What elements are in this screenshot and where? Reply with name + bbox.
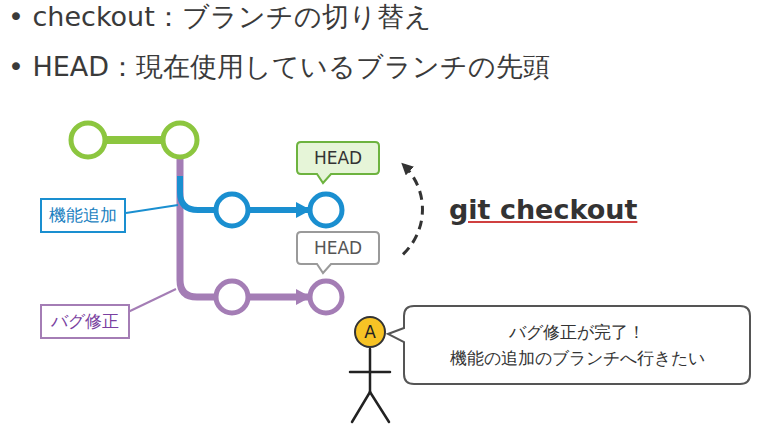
command-label: git checkout: [447, 194, 639, 225]
head-callout: HEAD: [297, 142, 379, 174]
node-text: 機能追加: [49, 204, 117, 227]
node-text: バグ修正: [51, 310, 119, 333]
stick-figure: [350, 349, 390, 422]
bugfix-branch-line: [180, 150, 310, 297]
branch-label: 機能追加: [40, 198, 126, 233]
commit: [163, 123, 197, 157]
speech-bubble: バグ修正が完了！ 機能の追加のブランチへ行きたい: [404, 306, 750, 384]
leader-line: [126, 205, 178, 213]
commit: [216, 194, 248, 226]
checkout-arrow: [403, 164, 423, 254]
commit: [71, 123, 105, 157]
bullet-text: • checkout：ブランチの切り替え: [8, 0, 432, 34]
node-text: バグ修正が完了！ 機能の追加のブランチへ行きたい: [416, 319, 738, 372]
commit: [216, 281, 248, 313]
node-text: HEAD: [314, 238, 362, 258]
node-text: A: [364, 322, 376, 342]
node-text: HEAD: [314, 148, 362, 168]
person-head: A: [354, 316, 386, 348]
bubble-outline: [404, 306, 750, 384]
commit: [310, 281, 342, 313]
outline-path: [297, 142, 379, 183]
commit: [310, 194, 342, 226]
branch-label: バグ修正: [40, 304, 130, 339]
head-callout: HEAD: [297, 232, 379, 264]
outline-path: [388, 306, 750, 384]
bullet-text: • HEAD：現在使用しているブランチの先頭: [8, 50, 550, 84]
leader-line: [128, 289, 176, 312]
outline-path: [297, 232, 379, 273]
